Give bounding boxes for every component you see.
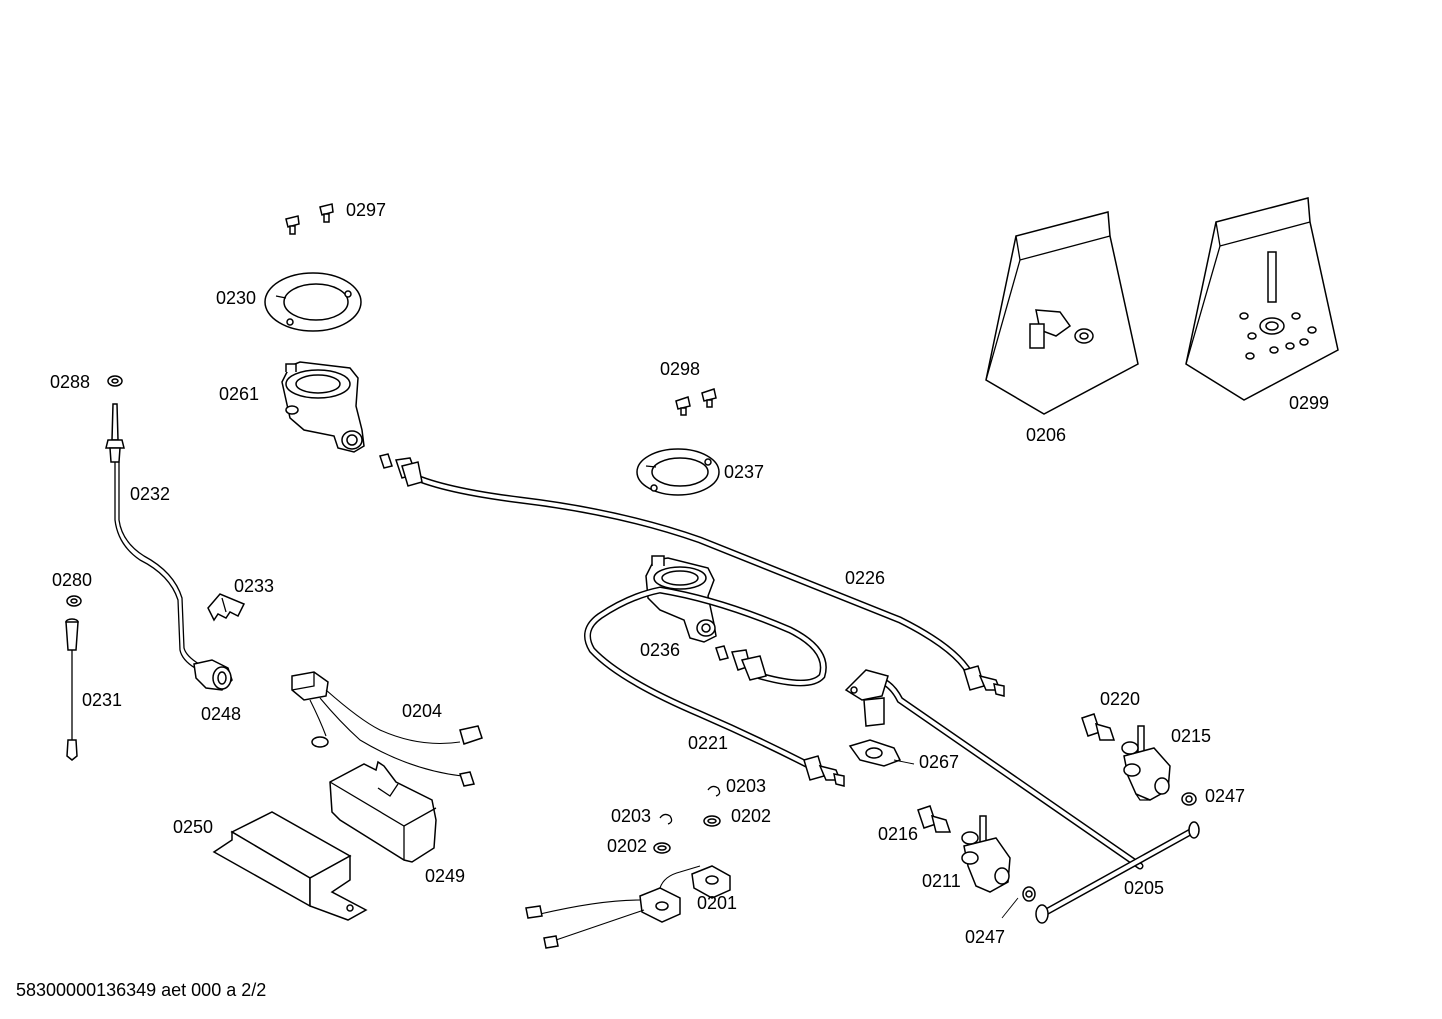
label-0298: 0298 xyxy=(660,359,700,379)
label-0261: 0261 xyxy=(219,384,259,404)
burner-housing-0261[interactable] xyxy=(281,361,365,453)
gas-pipe-0226[interactable] xyxy=(379,453,1005,697)
clip-0233[interactable] xyxy=(207,593,246,622)
spring-clip-0203-b[interactable] xyxy=(659,813,673,825)
bracket-0250[interactable] xyxy=(212,811,368,921)
gas-valve-0215[interactable] xyxy=(1121,725,1171,801)
thermocouple-0232[interactable] xyxy=(105,403,233,691)
label-0267: 0267 xyxy=(919,752,959,772)
screw-pair-0297[interactable] xyxy=(285,203,334,235)
label-0202-a: 0202 xyxy=(731,806,771,826)
label-0248: 0248 xyxy=(201,704,241,724)
label-0232: 0232 xyxy=(130,484,170,504)
label-0236: 0236 xyxy=(640,640,680,660)
label-0220: 0220 xyxy=(1100,689,1140,709)
gasket-ring-0237[interactable] xyxy=(636,448,720,496)
label-0280: 0280 xyxy=(52,570,92,590)
gasket-ring-0230[interactable] xyxy=(264,272,362,332)
switch-assembly-0201[interactable] xyxy=(525,865,731,949)
label-0203-b: 0203 xyxy=(611,806,651,826)
burner-housing-0236[interactable] xyxy=(645,555,717,643)
label-0204: 0204 xyxy=(402,701,442,721)
document-reference: 58300000136349 aet 000 a 2/2 xyxy=(16,980,267,1000)
ignition-electrode-0231[interactable] xyxy=(65,618,79,761)
wiring-harness-0204[interactable] xyxy=(291,671,483,787)
label-0221: 0221 xyxy=(688,733,728,753)
label-0299: 0299 xyxy=(1289,393,1329,413)
nut-0247-a[interactable] xyxy=(1181,792,1197,806)
spring-clip-0203-a[interactable] xyxy=(707,785,721,797)
label-0231: 0231 xyxy=(82,690,122,710)
manifold-pipe-0205[interactable] xyxy=(844,669,1200,924)
ignition-housing-0249[interactable] xyxy=(329,760,437,863)
label-0230: 0230 xyxy=(216,288,256,308)
parts-bag-0299[interactable] xyxy=(1185,197,1339,401)
washer-0280[interactable] xyxy=(66,595,82,607)
leader-lines xyxy=(893,759,1019,919)
label-0201: 0201 xyxy=(697,893,737,913)
gas-pipe-0221[interactable] xyxy=(584,586,845,787)
label-0205: 0205 xyxy=(1124,878,1164,898)
label-0297: 0297 xyxy=(346,200,386,220)
screw-pair-0298[interactable] xyxy=(675,388,717,416)
label-0233: 0233 xyxy=(234,576,274,596)
nozzle-0216[interactable] xyxy=(917,805,952,833)
label-0250: 0250 xyxy=(173,817,213,837)
label-0237: 0237 xyxy=(724,462,764,482)
label-0206: 0206 xyxy=(1026,425,1066,445)
label-0216: 0216 xyxy=(878,824,918,844)
label-0226: 0226 xyxy=(845,568,885,588)
label-0211: 0211 xyxy=(922,871,961,891)
nozzle-0220[interactable] xyxy=(1081,713,1116,741)
parts-bag-0206[interactable] xyxy=(985,211,1139,415)
label-0247-b: 0247 xyxy=(965,927,1005,947)
part-labels: 0297 0230 0288 0261 0232 0280 0233 0231 … xyxy=(50,200,1329,947)
label-0202-b: 0202 xyxy=(607,836,647,856)
gasket-0267[interactable] xyxy=(848,739,902,767)
washer-0202-b[interactable] xyxy=(653,842,671,854)
label-0249: 0249 xyxy=(425,866,465,886)
washer-0288[interactable] xyxy=(107,375,123,387)
label-0203-a: 0203 xyxy=(726,776,766,796)
gas-valve-0211[interactable] xyxy=(961,815,1011,893)
nut-0247-b[interactable] xyxy=(1022,886,1036,902)
label-0247-a: 0247 xyxy=(1205,786,1245,806)
label-0215: 0215 xyxy=(1171,726,1211,746)
washer-0202-a[interactable] xyxy=(703,815,721,827)
label-0288: 0288 xyxy=(50,372,90,392)
